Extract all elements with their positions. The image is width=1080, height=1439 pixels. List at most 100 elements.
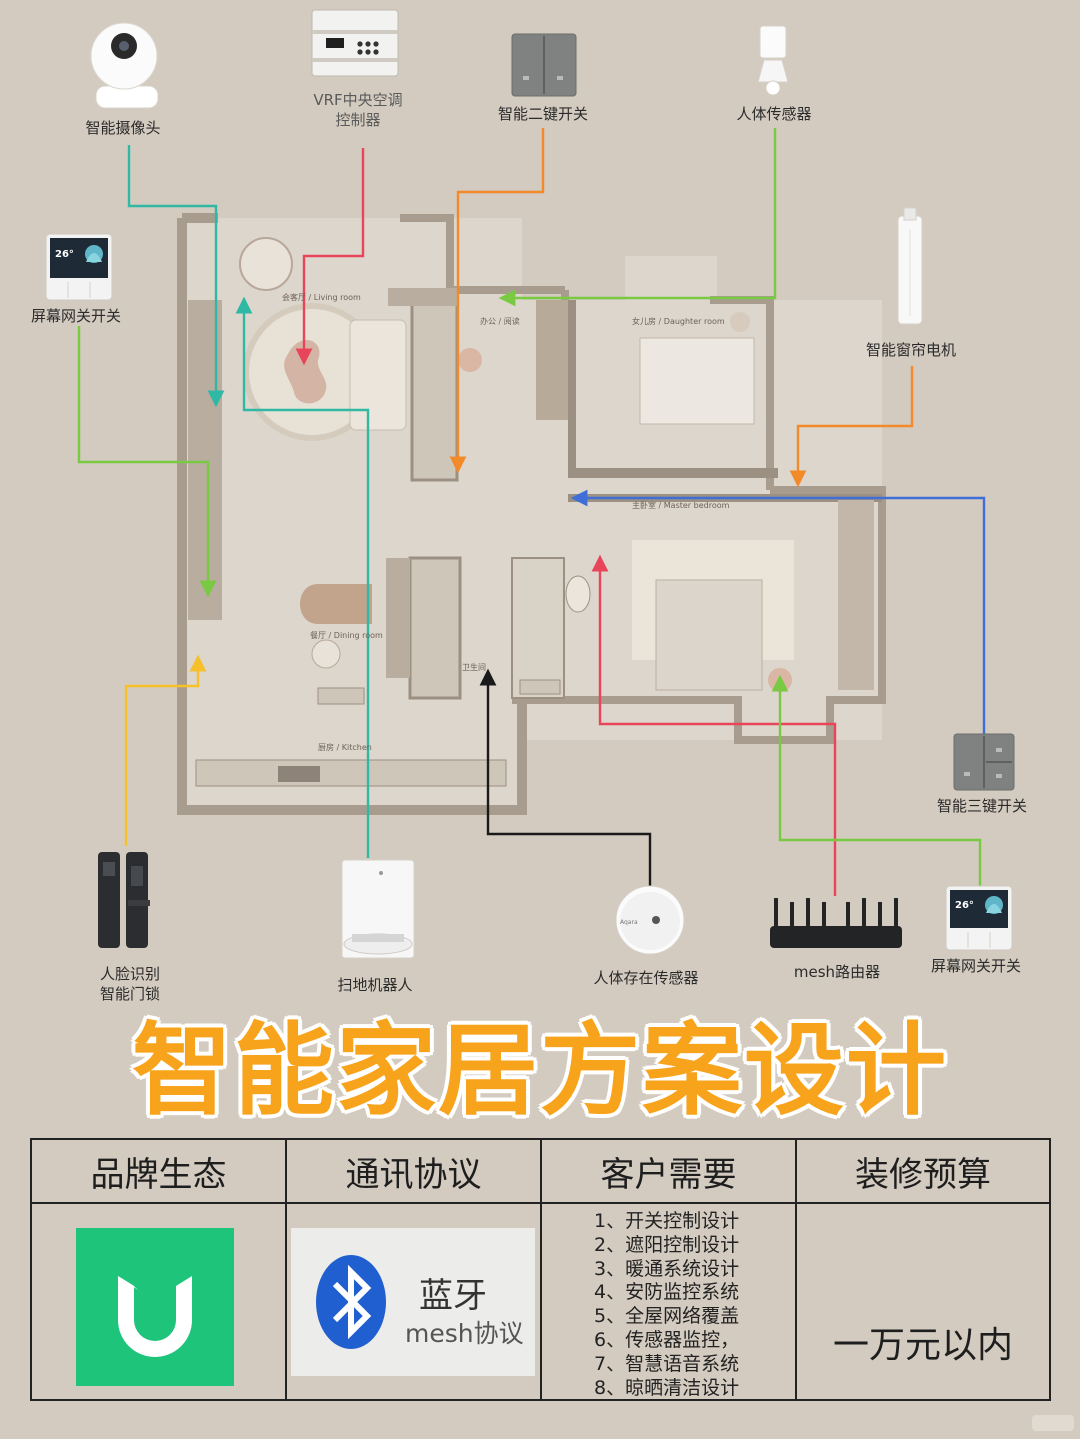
apartment-west: [182, 218, 522, 810]
label-curtain: 智能窗帘电机: [865, 341, 956, 359]
line-router: [591, 554, 837, 896]
kitchen-counter: [195, 759, 507, 787]
toilet: [565, 575, 591, 613]
line-vrf: [295, 148, 365, 366]
line-camera: [127, 145, 225, 408]
table-header-protocol: 通讯协议: [287, 1140, 542, 1204]
wall-study-daughter: [568, 300, 576, 470]
table-header-budget: 装修预算: [797, 1140, 1049, 1204]
label-router: mesh路由器: [793, 963, 881, 981]
balcony-daughter: [625, 256, 717, 300]
needs-item: 1、开关控制设计: [594, 1210, 740, 1232]
lounge-chair: [239, 237, 293, 291]
line-switch2: [449, 128, 545, 474]
wall-top-stub: [388, 288, 458, 306]
needs-item: 4、安防监控系统: [594, 1281, 740, 1304]
outer-wall-west: [177, 213, 527, 815]
kitchen-sink: [317, 687, 365, 705]
wall-daughter-master: [568, 468, 778, 478]
room-label-living: 会客厅 / Living room: [282, 293, 361, 302]
screen-temp-top: 26°: [55, 249, 74, 260]
bath-vanity: [519, 679, 561, 695]
needs-item: 2、遮阳控制设计: [594, 1233, 740, 1256]
protocol-subtitle: mesh协议: [405, 1319, 524, 1348]
study-shelf: [536, 300, 568, 420]
needs-item: 8、晾晒清洁设计: [594, 1376, 740, 1399]
label-vrf: VRF中央空调 控制器: [313, 91, 403, 129]
outer-wall-east: [512, 486, 886, 744]
bluetooth-icon: [316, 1255, 386, 1349]
dining-cabinet: [386, 558, 410, 678]
master-bed: [655, 579, 763, 691]
line-door-lock: [124, 654, 207, 846]
line-switch3: [570, 489, 986, 734]
daughter-bed: [639, 337, 755, 425]
screen-gateway-bottom-icon: 26°: [945, 885, 1013, 951]
label-door-lock: 人脸识别 智能门锁: [99, 965, 160, 1003]
label-switch2: 智能二键开关: [497, 105, 588, 123]
screen-temp-bottom: 26°: [955, 900, 974, 911]
room-label-bath: 卫生间: [462, 663, 486, 672]
watermark-badge: [1032, 1415, 1074, 1431]
daughter-lamp: [730, 312, 750, 332]
headline-title: 智能家居方案设计: [132, 1012, 948, 1129]
line-curtain: [789, 366, 914, 488]
table-cell-needs: 1、开关控制设计 2、遮阳控制设计 3、暖通系统设计 4、安防监控系统 5、全屋…: [542, 1204, 797, 1399]
floor-plan-diagram: 26°: [30, 9, 1027, 1003]
sofa: [349, 319, 407, 431]
needs-list: 1、开关控制设计 2、遮阳控制设计 3、暖通系统设计 4、安防监控系统 5、全屋…: [594, 1210, 739, 1400]
floor-plan-svg: 26°: [45, 9, 1015, 959]
mesh-router-icon: [770, 898, 902, 948]
label-screen-gw-top: 屏幕网关开关: [30, 307, 121, 325]
two-key-switch-icon: [511, 33, 577, 97]
room-label-kitchen: 厨房 / Kitchen: [318, 743, 372, 752]
label-body-sensor: 人体传感器: [736, 105, 812, 123]
master-wardrobe: [838, 500, 874, 690]
budget-value: 一万元以内: [832, 1325, 1013, 1366]
spec-table: 品牌生态 通讯协议 客户需要 装修预算 蓝牙 mesh协议 1、开关控制设计 2…: [30, 1138, 1051, 1401]
presence-sensor-icon: Aqara: [615, 885, 685, 955]
presence-brand-text: Aqara: [620, 919, 638, 926]
table-cell-brand: [32, 1204, 287, 1399]
floor-plan: [177, 213, 886, 815]
door-lock-icon: [98, 852, 150, 948]
bluetooth-card: 蓝牙 mesh协议: [291, 1228, 535, 1376]
dining-chair: [311, 639, 341, 669]
needs-item: 6、传感器监控，: [594, 1328, 740, 1351]
line-robot: [235, 296, 370, 858]
table-cell-protocol: 蓝牙 mesh协议: [287, 1204, 542, 1399]
body-sensor-icon: [757, 25, 789, 96]
vrf-controller-icon: [311, 9, 399, 77]
kitchen-stove: [278, 766, 320, 782]
needs-item: 5、全屋网络覆盖: [594, 1305, 740, 1328]
connection-lines: [77, 128, 986, 896]
bath-area: [511, 557, 565, 699]
label-switch3: 智能三键开关: [936, 797, 1027, 815]
dining-table: [300, 584, 372, 624]
table-header-needs: 客户需要: [542, 1140, 797, 1204]
label-camera: 智能摄像头: [85, 119, 161, 137]
camera-icon: [90, 22, 159, 109]
label-presence: 人体存在传感器: [593, 969, 699, 987]
needs-item: 7、智慧语音系统: [594, 1352, 740, 1375]
room-label-dining: 餐厅 / Dining room: [310, 631, 383, 640]
table-cell-budget: 一万元以内: [797, 1204, 1049, 1399]
line-presence: [479, 668, 652, 894]
robot-vacuum-icon: [341, 859, 415, 959]
coffee-table: [284, 339, 327, 404]
protocol-title: 蓝牙: [419, 1276, 487, 1316]
mijia-logo-icon: [76, 1228, 234, 1386]
line-screen-gw-bottom: [771, 674, 982, 886]
label-screen-gw-bottom: 屏幕网关开关: [930, 957, 1021, 975]
study-stool: [458, 348, 482, 372]
wall-dining-bath: [408, 556, 462, 700]
table-header-brand: 品牌生态: [32, 1140, 287, 1204]
label-robot: 扫地机器人: [337, 976, 413, 994]
room-label-study: 办公 / 阅读: [480, 317, 520, 326]
screen-gateway-top-icon: 26°: [45, 233, 113, 301]
three-key-switch-icon: [953, 733, 1015, 791]
line-body-sensor: [498, 128, 777, 307]
room-label-daughter: 女儿房 / Daughter room: [632, 317, 725, 326]
needs-item: 3、暖通系统设计: [594, 1257, 740, 1280]
wall-living-study: [410, 298, 459, 482]
